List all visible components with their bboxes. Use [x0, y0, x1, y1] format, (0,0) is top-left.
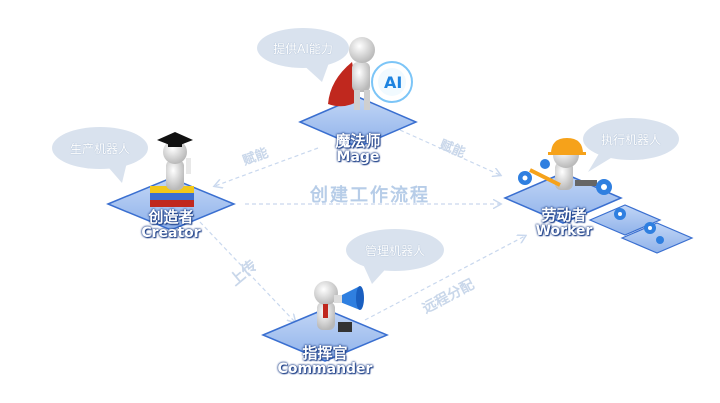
graduation-cap-icon — [157, 132, 193, 147]
role-mage-zh: 魔法师 — [335, 132, 381, 150]
arrow-commander-to-worker — [364, 236, 525, 321]
role-mage: 魔法师 Mage — [318, 132, 398, 165]
bubble-commander: 管理机器人 — [346, 229, 444, 271]
role-creator-en: Creator — [141, 224, 201, 241]
role-worker: 劳动者 Worker — [524, 206, 604, 239]
bubble-mage: 提供AI能力 — [257, 28, 349, 68]
role-commander-zh: 指挥官 — [302, 344, 348, 362]
megaphone-icon — [334, 286, 364, 310]
arrow-mage-to-creator — [215, 147, 319, 186]
role-creator: 创造者 Creator — [131, 208, 211, 241]
arrow-mage-to-worker — [399, 129, 500, 175]
commander-figure — [314, 281, 364, 332]
role-commander-en: Commander — [277, 360, 373, 377]
creator-figure — [150, 132, 194, 207]
role-creator-zh: 创造者 — [148, 208, 194, 226]
role-worker-en: Worker — [535, 222, 593, 239]
mage-figure: AI — [328, 37, 413, 110]
bubble-creator: 生产机器人 — [52, 127, 148, 169]
wrench-icon — [529, 168, 561, 187]
role-mage-en: Mage — [336, 148, 380, 165]
ai-orb-text: AI — [384, 73, 402, 92]
ai-orb-icon: AI — [371, 61, 413, 103]
role-commander: 指挥官 Commander — [275, 344, 375, 377]
worker-figure — [518, 138, 664, 244]
platform-commander — [261, 308, 389, 362]
connection-arrows — [199, 129, 525, 322]
role-worker-zh: 劳动者 — [541, 206, 587, 224]
bubble-worker: 执行机器人 — [583, 118, 679, 160]
platform-worker-small-1 — [588, 204, 662, 236]
arrow-creator-to-commander — [199, 221, 295, 322]
hard-hat-icon — [551, 138, 583, 154]
center-workflow-label: 创建工作流程 — [310, 185, 430, 206]
